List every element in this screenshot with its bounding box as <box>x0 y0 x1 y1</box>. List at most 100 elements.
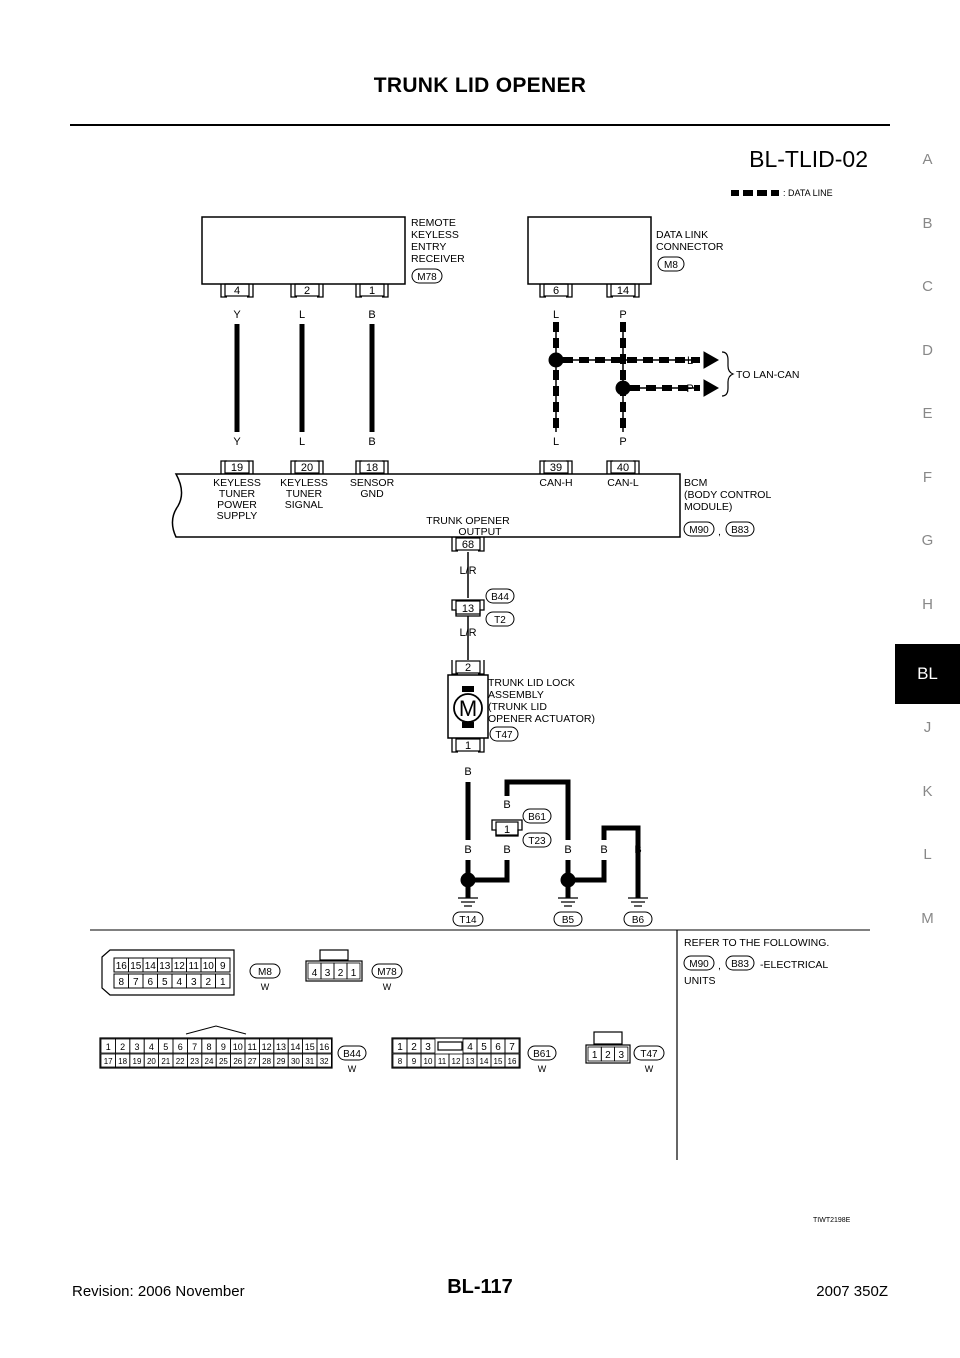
bcm-name-2: (BODY CONTROL <box>684 489 771 501</box>
pin-number: 17 <box>104 1057 113 1066</box>
pin-number: 29 <box>277 1057 286 1066</box>
b44-view-color: W <box>348 1064 357 1074</box>
tab-k[interactable]: K <box>922 782 933 800</box>
wire-lr-bottom: L/R <box>459 627 476 639</box>
actuator-name-1: TRUNK LID LOCK <box>488 677 575 689</box>
rke-pin-2: 2 <box>304 285 310 297</box>
pin-number: 3 <box>191 977 197 988</box>
pin-number: 23 <box>190 1057 199 1066</box>
refer-sep: , <box>718 960 721 972</box>
b61-view-color: W <box>538 1064 547 1074</box>
wire-b-joint2-top: B <box>503 799 510 811</box>
pin-cell <box>346 962 361 980</box>
pin-number: 16 <box>319 1042 329 1052</box>
pin-number: 10 <box>424 1057 433 1066</box>
joint-pin-13: 13 <box>462 603 474 615</box>
tab-m[interactable]: M <box>921 909 934 927</box>
tab-c[interactable]: C <box>922 278 933 295</box>
ground-wire-b-2: B <box>503 844 510 856</box>
tab-h[interactable]: H <box>922 595 933 613</box>
pin-number: 14 <box>480 1057 489 1066</box>
pin-number: 16 <box>116 961 128 972</box>
ground-b5: B5 <box>562 915 575 926</box>
pin-number: 2 <box>205 977 211 988</box>
pin-number: 10 <box>203 961 215 972</box>
pin-number: 14 <box>290 1042 300 1052</box>
pin-number: 32 <box>320 1057 329 1066</box>
bcm-name-3: MODULE) <box>684 501 732 513</box>
pin-number: 2 <box>120 1042 125 1052</box>
dlc-connector-id: M8 <box>664 260 678 271</box>
tab-f[interactable]: F <box>922 468 933 486</box>
tab-e[interactable]: E <box>922 405 933 422</box>
pin-number: 7 <box>509 1042 515 1053</box>
pin-number: 13 <box>159 961 171 972</box>
pin-number: 1 <box>220 977 226 988</box>
bcm-name-1: BCM <box>684 477 707 489</box>
pin-number: 25 <box>219 1057 228 1066</box>
pin-number: 20 <box>147 1057 156 1066</box>
bcm-pin-68: 68 <box>462 539 474 551</box>
refer-suffix: -ELECTRICAL <box>760 959 828 971</box>
wire-color-l-top: L <box>299 309 305 321</box>
pin-number: 15 <box>130 961 142 972</box>
trunk-opener-circuit: L/R 13 B44 T2 L/R <box>451 552 515 660</box>
pin-number: 6 <box>495 1042 501 1053</box>
dlc-name-1: DATA LINK <box>656 229 708 241</box>
actuator-name-4: OPENER ACTUATOR) <box>488 713 595 725</box>
diagram-code: BL-TLID-02 <box>749 146 868 172</box>
pin-number: 8 <box>398 1057 403 1066</box>
m78-view-color: W <box>383 982 392 992</box>
tab-a[interactable]: A <box>922 151 933 168</box>
pin-number: 3 <box>134 1042 139 1052</box>
remote-keyless-entry-receiver: REMOTE KEYLESS ENTRY RECEIVER M78 4 2 1 <box>201 216 465 298</box>
ground-wire-b-4: B <box>600 844 607 856</box>
pin-number: 5 <box>162 977 168 988</box>
bcm-pin20-label-3: SIGNAL <box>285 499 324 511</box>
can-wire-p-top: P <box>619 309 626 321</box>
pin-number: 9 <box>221 1042 226 1052</box>
pin-number: 13 <box>466 1057 475 1066</box>
data-line-legend: : DATA LINE <box>731 188 833 198</box>
pin-cell <box>504 1038 520 1054</box>
tab-l[interactable]: L <box>923 846 932 863</box>
tab-j[interactable]: J <box>923 719 932 736</box>
tab-bl[interactable]: BL <box>895 644 960 704</box>
wire-color-y-top: Y <box>233 309 241 321</box>
refer-block: REFER TO THE FOLLOWING. M90 , B83 -ELECT… <box>683 937 829 987</box>
rke-name-2: KEYLESS <box>411 229 459 241</box>
bcm-pin18-label-2: GND <box>360 488 384 500</box>
pin-number: 1 <box>351 968 357 979</box>
pin-number: 11 <box>438 1057 447 1066</box>
ground-t14: T14 <box>459 915 477 926</box>
pin-number: 13 <box>276 1042 286 1052</box>
pin-number: 4 <box>176 977 182 988</box>
pin-cell <box>504 1053 520 1068</box>
tab-g[interactable]: G <box>921 532 934 549</box>
bcm-pin20-label-2: TUNER <box>286 488 323 500</box>
wire-color-y-bottom: Y <box>233 436 241 448</box>
lan-can-wire-l: L <box>687 355 693 367</box>
rke-pin-1: 1 <box>369 285 375 297</box>
tab-b[interactable]: B <box>922 214 933 232</box>
pin-number: 11 <box>189 961 200 972</box>
pin-cell <box>215 973 231 989</box>
tab-d[interactable]: D <box>922 341 933 359</box>
bcm-pin40-label: CAN-L <box>607 477 639 489</box>
pin-number: 2 <box>411 1042 417 1053</box>
bcm: 19 20 18 39 40 KEYLESS TUNER POWER SUPPL… <box>171 460 771 552</box>
b44-view-id: B44 <box>343 1049 361 1060</box>
pin-number: 15 <box>305 1042 315 1052</box>
pin-number: 3 <box>618 1050 624 1061</box>
rke-pin-4: 4 <box>234 285 240 297</box>
wire-b-actuator: B <box>464 766 471 778</box>
joint2-connector-t23: T23 <box>528 836 546 847</box>
can-wire-l-top: L <box>553 309 559 321</box>
rke-wires: Y L B Y L B <box>233 309 375 448</box>
connector-view-t47: T47 W <box>585 1031 665 1074</box>
pin-number: 8 <box>118 977 124 988</box>
motor-symbol: M <box>459 696 477 721</box>
to-lan-can-label: TO LAN-CAN <box>736 369 799 381</box>
